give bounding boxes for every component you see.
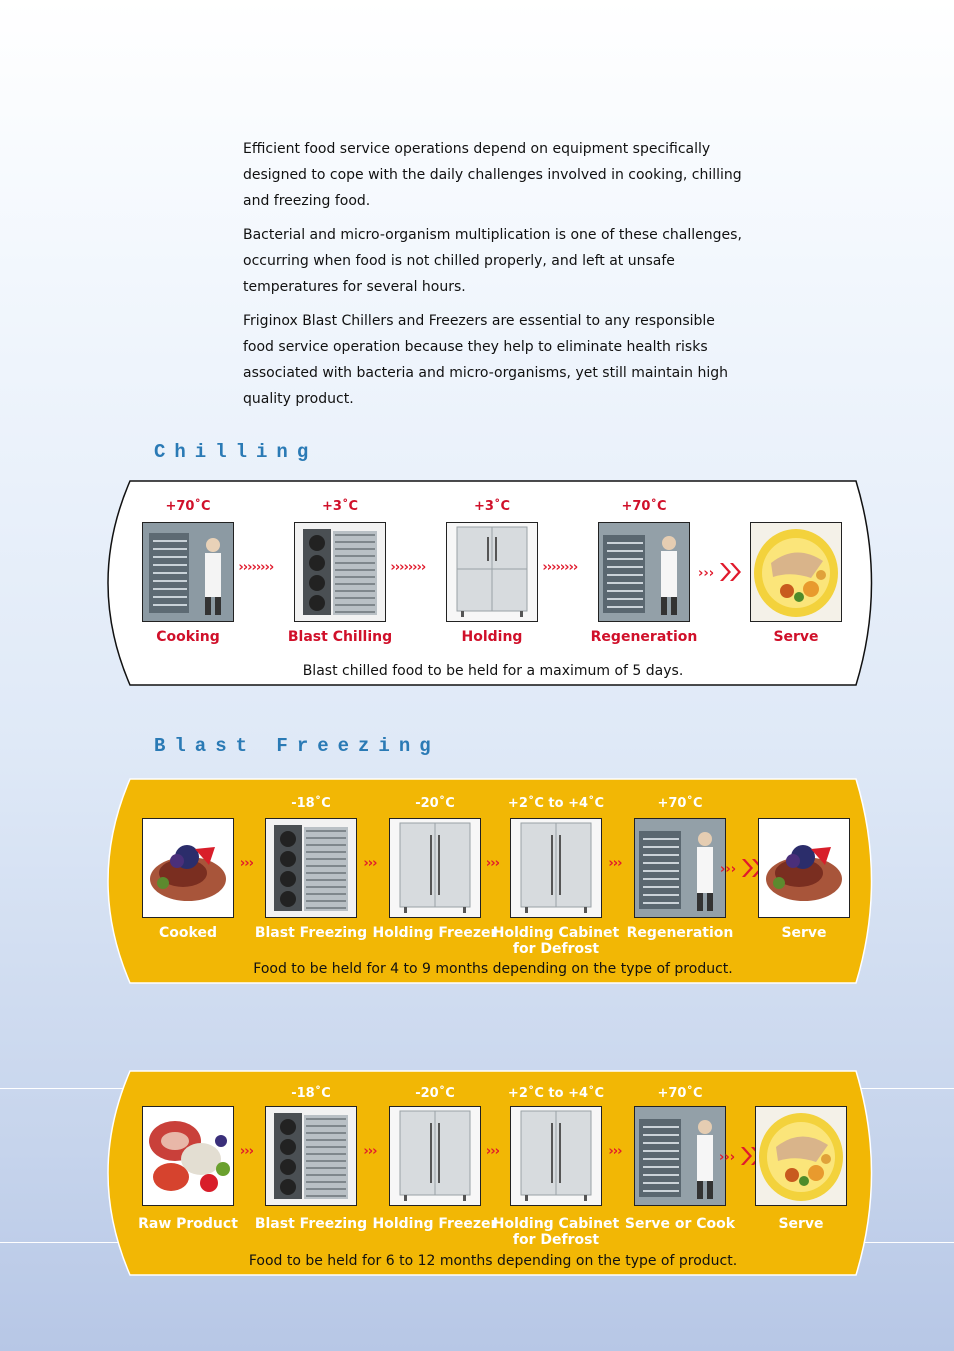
- blast-freezer-photo: [265, 818, 357, 918]
- step-label-line: Serve or Cook: [624, 1216, 736, 1232]
- step-temperature: -18˚C: [291, 796, 331, 811]
- flow-arrow-icon: ›››: [698, 563, 741, 581]
- step-label: Regeneration: [610, 925, 750, 941]
- step-label-line: Blast Freezing: [254, 925, 368, 941]
- blast-chiller-photo: [294, 522, 386, 622]
- step-label: Cooked: [118, 925, 258, 941]
- freezing-note-raw: Food to be held for 6 to 12 months depen…: [248, 1253, 738, 1269]
- cooking-rack-photo: [142, 522, 234, 622]
- holding-cabinet-photo: [446, 522, 538, 622]
- step-label: Serve: [726, 629, 866, 645]
- regeneration-rack-photo: [634, 818, 726, 918]
- flow-arrow-icon: ›››: [608, 856, 622, 871]
- regeneration-rack-photo: [634, 1106, 726, 1206]
- step-label-line: Cooking: [156, 629, 220, 645]
- step-temperature: +3˚C: [322, 499, 358, 514]
- step-label-line: Regeneration: [590, 629, 698, 645]
- chilling-panel: Blast chilled food to be held for a maxi…: [98, 480, 888, 686]
- step-label: Blast Freezing: [241, 925, 381, 941]
- step-label-line: Holding Freezer: [372, 925, 498, 941]
- cooked-food-photo: [758, 818, 850, 918]
- freezing-panel-cooked: Food to be held for 4 to 9 months depend…: [98, 778, 888, 984]
- flow-arrow-icon: ››››››››: [238, 560, 274, 575]
- step-label-line: Holding Cabinet: [492, 1216, 620, 1232]
- holding-freezer-photo: [389, 818, 481, 918]
- step-temperature: -20˚C: [415, 796, 455, 811]
- step-label: Cooking: [118, 629, 258, 645]
- step-label: Raw Product: [118, 1216, 258, 1232]
- step-temperature: +3˚C: [474, 499, 510, 514]
- step-label: Blast Freezing: [241, 1216, 381, 1232]
- regeneration-rack-photo: [598, 522, 690, 622]
- step-label: Serve: [734, 925, 874, 941]
- step-temperature: -18˚C: [291, 1086, 331, 1101]
- freezing-note-cooked: Food to be held for 4 to 9 months depend…: [253, 961, 733, 977]
- intro-text: Efficient food service operations depend…: [243, 136, 743, 420]
- plated-meal-photo: [750, 522, 842, 622]
- raw-product-photo: [142, 1106, 234, 1206]
- step-temperature: +70˚C: [657, 796, 703, 811]
- cooked-food-photo: [142, 818, 234, 918]
- svg-text:›››: ›››: [720, 862, 736, 877]
- plated-meal-photo: [755, 1106, 847, 1206]
- flow-arrow-icon: ›››: [363, 1144, 377, 1159]
- step-label: Serve or Cook: [610, 1216, 750, 1232]
- svg-text:›››: ›››: [698, 566, 714, 581]
- step-label-line: for Defrost: [512, 941, 600, 957]
- step-temperature: +70˚C: [165, 499, 211, 514]
- intro-paragraph-3: Friginox Blast Chillers and Freezers are…: [243, 313, 728, 407]
- step-temperature: +2˚C to +4˚C: [507, 1086, 605, 1101]
- step-label: Holding: [422, 629, 562, 645]
- step-label-line: Serve: [778, 1216, 824, 1232]
- step-label-line: Holding: [461, 629, 523, 645]
- step-label-line: Serve: [773, 629, 819, 645]
- flow-arrow-icon: ››››››››: [542, 560, 578, 575]
- step-label-line: Serve: [781, 925, 827, 941]
- intro-paragraph-2: Bacterial and micro-organism multiplicat…: [243, 227, 742, 295]
- step-label-line: Cooked: [159, 925, 217, 941]
- blast-freezer-photo: [265, 1106, 357, 1206]
- defrost-cabinet-photo: [510, 818, 602, 918]
- step-label-line: Raw Product: [138, 1216, 238, 1232]
- step-label: Blast Chilling: [270, 629, 410, 645]
- step-label-line: Holding Cabinet: [492, 925, 620, 941]
- step-temperature: +70˚C: [657, 1086, 703, 1101]
- flow-arrow-icon: ›››: [485, 1144, 500, 1159]
- step-label-line: Blast Freezing: [254, 1216, 368, 1232]
- holding-freezer-photo: [389, 1106, 481, 1206]
- flow-arrow-icon: ›››: [485, 856, 500, 871]
- step-label: Holding Freezer: [365, 925, 505, 941]
- flow-arrow-icon: ›››: [239, 1144, 254, 1159]
- step-label-line: Holding Freezer: [372, 1216, 498, 1232]
- flow-arrow-icon: ›››: [363, 856, 377, 871]
- step-label: Holding Freezer: [365, 1216, 505, 1232]
- step-label-line: Regeneration: [626, 925, 734, 941]
- step-label: Serve: [731, 1216, 871, 1232]
- chilling-title: Chilling: [154, 441, 318, 463]
- chilling-note: Blast chilled food to be held for a maxi…: [302, 663, 684, 679]
- flow-arrow-icon: ››››››››: [390, 560, 426, 575]
- step-temperature: +70˚C: [621, 499, 667, 514]
- svg-text:›››: ›››: [719, 1150, 735, 1165]
- flow-arrow-icon: ›››: [608, 1144, 622, 1159]
- intro-paragraph-1: Efficient food service operations depend…: [243, 141, 742, 209]
- flow-arrow-icon: ›››: [239, 856, 254, 871]
- freezing-title: Blast Freezing: [154, 735, 440, 757]
- step-temperature: -20˚C: [415, 1086, 455, 1101]
- step-temperature: +2˚C to +4˚C: [507, 796, 605, 811]
- step-label-line: Blast Chilling: [287, 629, 393, 645]
- defrost-cabinet-photo: [510, 1106, 602, 1206]
- step-label: Regeneration: [574, 629, 714, 645]
- step-label-line: for Defrost: [512, 1232, 600, 1248]
- freezing-panel-raw: Food to be held for 6 to 12 months depen…: [98, 1070, 888, 1276]
